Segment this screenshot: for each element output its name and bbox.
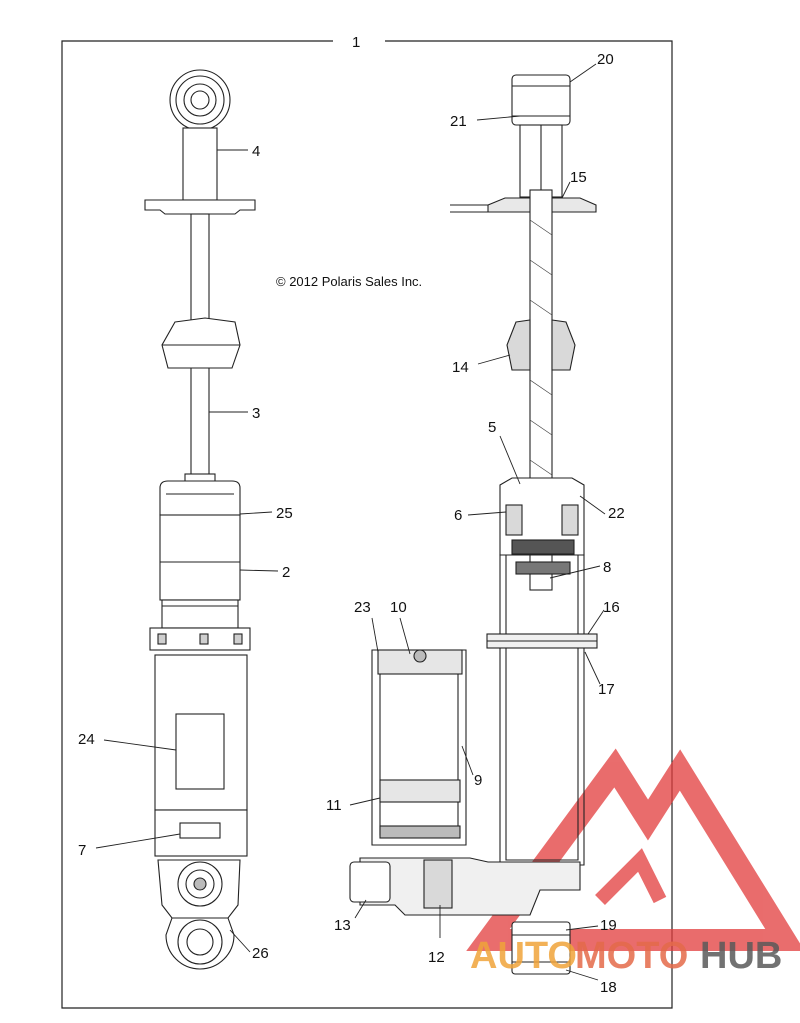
bump-stop bbox=[161, 317, 241, 369]
right-leader-lines bbox=[349, 63, 606, 981]
watermark-text: AUTO MOTO HUB bbox=[470, 935, 782, 977]
callout-22: 22 bbox=[608, 505, 625, 522]
callout-20: 20 bbox=[597, 51, 614, 68]
outer-tube bbox=[499, 554, 585, 866]
left-shock-assembly bbox=[144, 69, 256, 970]
callout-18: 18 bbox=[600, 979, 617, 996]
svg-text:AUTO: AUTO bbox=[470, 935, 577, 977]
assembly-frame bbox=[61, 40, 673, 1009]
callout-5: 5 bbox=[488, 419, 496, 436]
callout-23: 23 bbox=[354, 599, 371, 616]
callout-7: 7 bbox=[78, 842, 86, 859]
svg-text:MOTO: MOTO bbox=[575, 935, 688, 977]
top-eyelet bbox=[169, 69, 231, 131]
watermark-logo-icon bbox=[466, 748, 800, 951]
callout-15: 15 bbox=[570, 169, 587, 186]
top-cap bbox=[159, 480, 241, 516]
compression-adjuster bbox=[349, 861, 391, 903]
callout-16: 16 bbox=[603, 599, 620, 616]
callout-1: 1 bbox=[352, 34, 360, 51]
callout-2: 2 bbox=[282, 564, 290, 581]
callout-4: 4 bbox=[252, 143, 260, 160]
right-bump-stop bbox=[506, 319, 531, 371]
callout-19: 19 bbox=[600, 917, 617, 934]
decal-7 bbox=[179, 822, 221, 839]
bottom-eyelet bbox=[165, 917, 235, 970]
callout-25: 25 bbox=[276, 505, 293, 522]
top-bearing bbox=[511, 74, 571, 126]
callout-26: 26 bbox=[252, 945, 269, 962]
collar bbox=[161, 599, 239, 629]
shock-body bbox=[159, 514, 241, 601]
decal-24 bbox=[175, 713, 225, 790]
callout-8: 8 bbox=[603, 559, 611, 576]
callout-21: 21 bbox=[450, 113, 467, 130]
shaft-hatch bbox=[529, 219, 553, 476]
piston bbox=[511, 539, 575, 555]
valve bbox=[423, 859, 453, 909]
callout-12: 12 bbox=[428, 949, 445, 966]
callout-24: 24 bbox=[78, 731, 95, 748]
callout-3: 3 bbox=[252, 405, 260, 422]
right-shock-cutaway bbox=[349, 74, 598, 975]
left-leader-lines bbox=[95, 149, 279, 953]
lower-block bbox=[359, 857, 581, 916]
callout-11: 11 bbox=[326, 797, 342, 814]
copyright-text: © 2012 Polaris Sales Inc. bbox=[276, 274, 422, 289]
callout-9: 9 bbox=[474, 772, 482, 789]
callout-10: 10 bbox=[390, 599, 407, 616]
top-stem bbox=[182, 127, 218, 201]
callout-6: 6 bbox=[454, 507, 462, 524]
upper-spring-seat bbox=[144, 199, 256, 215]
callout-13: 13 bbox=[334, 917, 351, 934]
callout-17: 17 bbox=[598, 681, 615, 698]
reservoir bbox=[371, 649, 467, 846]
callout-14: 14 bbox=[452, 359, 469, 376]
svg-text:HUB: HUB bbox=[700, 935, 782, 977]
